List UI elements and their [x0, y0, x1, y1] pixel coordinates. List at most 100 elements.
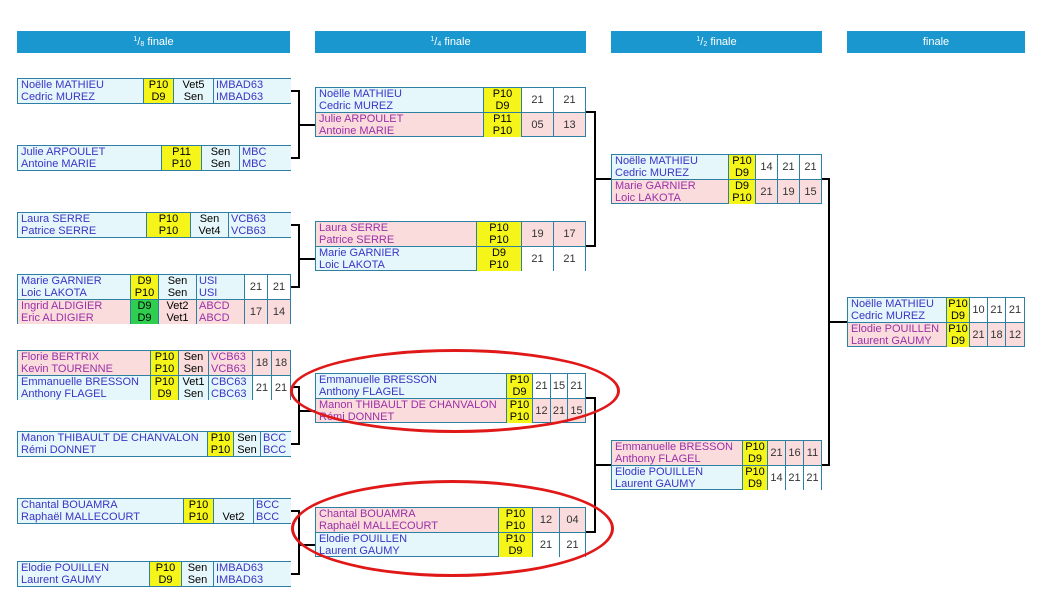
player-name[interactable]: Cedric MUREZ — [851, 310, 925, 322]
player-name[interactable]: Anthony FLAGEL — [615, 453, 701, 465]
club: IMBAD63 — [216, 91, 264, 103]
category: Sen — [167, 275, 188, 287]
rank: D9 — [734, 167, 750, 179]
player-name[interactable]: Cedric MUREZ — [615, 167, 689, 179]
r16-entry: Julie ARPOULET Antoine MARIE P11 P10 Sen… — [17, 145, 291, 171]
category — [214, 499, 253, 511]
header-label: finale — [444, 35, 471, 48]
score: 21 — [255, 382, 269, 394]
rank: P10 — [210, 444, 231, 456]
player-name[interactable]: Emmanuelle BRESSON — [615, 441, 733, 453]
player-name[interactable]: Marie GARNIER — [319, 247, 400, 259]
score: 14 — [760, 161, 773, 173]
rank: P10 — [745, 441, 765, 453]
rank: D9 — [950, 310, 966, 322]
qf-match: Laura SERRE Patrice SERRE P10 P10 19 17 … — [315, 221, 586, 271]
rank: P10 — [154, 376, 175, 388]
category: Sen — [199, 213, 220, 225]
player-name[interactable]: Noëlle MATHIEU — [319, 88, 402, 100]
bracket-line — [822, 464, 830, 466]
rank: D9 — [491, 247, 507, 259]
r16-entry: Manon THIBAULT DE CHANVALON Rémi DONNET … — [17, 431, 291, 457]
rank: D9 — [137, 300, 152, 312]
score: 21 — [531, 253, 544, 265]
player-name[interactable]: Patrice SERRE — [21, 225, 97, 237]
fraction-num: 1 — [133, 35, 138, 43]
player-name[interactable]: Loic LAKOTA — [319, 259, 385, 271]
player-name[interactable]: Florie BERTRIX — [21, 351, 100, 363]
player-name[interactable]: Julie ARPOULET — [21, 146, 106, 158]
player-name[interactable]: Marie GARNIER — [615, 180, 696, 192]
category: Sen — [187, 574, 208, 586]
player-name[interactable]: Julie ARPOULET — [319, 113, 404, 125]
r16-entry: Chantal BOUAMRA Raphaël MALLECOURT P10 P… — [17, 498, 291, 524]
header-final: finale — [847, 31, 1025, 53]
player-name[interactable]: Antoine MARIE — [319, 125, 395, 137]
rank: D9 — [495, 100, 510, 112]
club: ABCD — [199, 312, 230, 324]
player-name[interactable]: Cedric MUREZ — [21, 91, 95, 103]
bracket-line — [291, 573, 300, 575]
score: 21 — [804, 161, 817, 173]
player-name[interactable]: Laurent GAUMY — [851, 335, 932, 347]
player-name[interactable]: Chantal BOUAMRA — [21, 499, 118, 511]
fraction-num: 1 — [430, 35, 435, 43]
player-name[interactable]: Kevin TOURENNE — [21, 363, 113, 375]
player-name[interactable]: Antoine MARIE — [21, 158, 97, 170]
player-name[interactable]: Cedric MUREZ — [319, 100, 393, 112]
player-name[interactable]: Noëlle MATHIEU — [615, 155, 698, 167]
rank: P10 — [489, 222, 509, 234]
player-name[interactable]: Rémi DONNET — [21, 444, 97, 456]
score: 21 — [1008, 304, 1022, 316]
player-name[interactable]: Laurent GAUMY — [21, 574, 102, 586]
bracket-line — [298, 386, 300, 445]
rank: P10 — [158, 213, 179, 225]
rank: P10 — [489, 259, 509, 271]
player-name[interactable]: Patrice SERRE — [319, 234, 395, 246]
rank: P10 — [732, 192, 752, 204]
player-name[interactable]: Laurent GAUMY — [615, 478, 696, 490]
bracket-line — [298, 258, 315, 260]
bracket-line — [822, 178, 830, 180]
player-name[interactable]: Loic LAKOTA — [615, 192, 681, 204]
club: VCB63 — [211, 351, 246, 363]
score: 18 — [274, 357, 288, 369]
player-name[interactable]: Eric ALDIGIER — [21, 312, 94, 324]
final-match: Noëlle MATHIEU Cedric MUREZ P10 D9 10 21… — [847, 297, 1025, 347]
score: 13 — [563, 119, 576, 131]
rank: P10 — [210, 432, 231, 444]
score: 21 — [760, 186, 773, 198]
score: 21 — [788, 472, 801, 484]
player-name[interactable]: Anthony FLAGEL — [21, 388, 107, 400]
r16-entry: Noëlle MATHIEU Cedric MUREZ P10 D9 Vet5 … — [17, 78, 291, 104]
club: VCB63 — [231, 225, 266, 237]
player-name[interactable]: Marie GARNIER — [21, 275, 102, 287]
score: 17 — [249, 306, 263, 318]
club: BCC — [256, 511, 280, 523]
rank: P11 — [493, 113, 512, 125]
player-name[interactable]: Elodie POUILLEN — [615, 466, 704, 478]
player-name[interactable]: Manon THIBAULT DE CHANVALON — [21, 432, 199, 444]
rank: D9 — [950, 335, 966, 347]
rank: P10 — [155, 562, 176, 574]
bracket-line — [291, 157, 300, 159]
player-name[interactable]: Laura SERRE — [319, 222, 389, 234]
bracket-line — [291, 443, 300, 445]
bracket-line — [594, 178, 611, 180]
player-name[interactable]: Laura SERRE — [21, 213, 91, 225]
qf-match: Noëlle MATHIEU Cedric MUREZ P10 D9 21 21… — [315, 87, 586, 137]
category: Sen — [237, 432, 257, 444]
player-name[interactable]: Raphaël MALLECOURT — [21, 511, 141, 523]
player-name[interactable]: Elodie POUILLEN — [851, 323, 940, 335]
header-label: finale — [922, 35, 950, 48]
bracket-line — [291, 90, 300, 92]
player-name[interactable]: Emmanuelle BRESSON — [21, 376, 139, 388]
player-name[interactable]: Ingrid ALDIGIER — [21, 300, 103, 312]
player-name[interactable]: Noëlle MATHIEU — [851, 298, 934, 310]
club: IMBAD63 — [216, 574, 264, 586]
player-name[interactable]: Elodie POUILLEN — [21, 562, 110, 574]
player-name[interactable]: Loic LAKOTA — [21, 287, 87, 299]
club: MBC — [242, 158, 267, 170]
player-name[interactable]: Noëlle MATHIEU — [21, 79, 104, 91]
fraction-num: 1 — [696, 35, 701, 43]
